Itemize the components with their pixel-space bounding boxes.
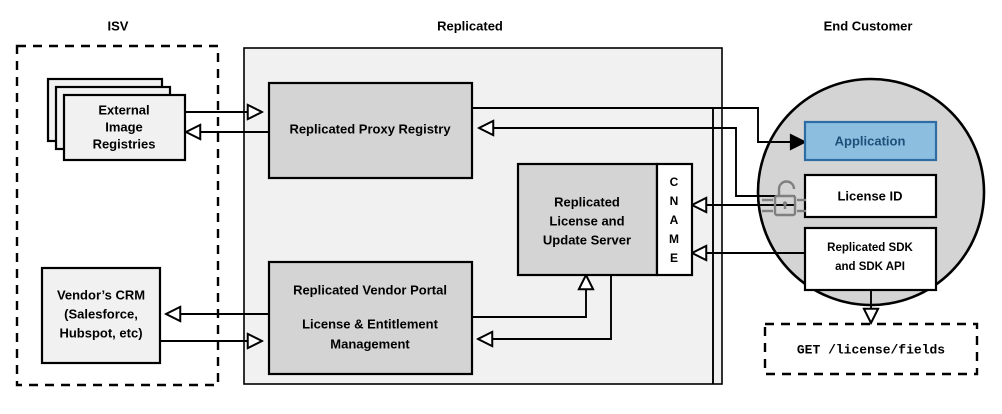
zone-title-isv: ISV <box>108 18 129 33</box>
replicated-license-update-server[interactable] <box>516 162 659 277</box>
replicated-sdk-line-1: Replicated SDK <box>827 242 913 254</box>
replicated-license-update-server-line-2: License and <box>549 213 624 228</box>
zone-title-replicated: Replicated <box>437 18 503 33</box>
connector-proxy-to-application <box>472 107 805 142</box>
vendors-crm-line-3: Hubspot, etc) <box>59 325 142 340</box>
cname-letter-c: C <box>670 175 679 189</box>
external-image-registries-line-2: Image <box>105 119 143 134</box>
replicated-proxy-registry-label: Replicated Proxy Registry <box>289 121 451 136</box>
application-label: Application <box>835 133 906 148</box>
unlocked-padlock-icon <box>762 180 806 217</box>
license-fields-request-label: GET /license/fields <box>797 342 945 357</box>
replicated-sdk-line-2: and SDK API <box>835 261 905 273</box>
replicated-vendor-portal-subtitle-2: Management <box>330 336 410 351</box>
cname-badge <box>655 162 694 277</box>
zone-title-end-customer: End Customer <box>824 18 913 33</box>
license-fields-request-box <box>763 322 979 376</box>
connector-application-to-proxy <box>479 128 795 197</box>
cname-letter-m: M <box>669 232 679 246</box>
replicated-vendor-portal[interactable] <box>267 260 474 376</box>
replicated-vendor-portal-subtitle-1: License & Entitlement <box>302 316 438 331</box>
connector-update-server-to-vendor-portal <box>478 271 612 339</box>
license-id-label: License ID <box>837 188 902 203</box>
license-id[interactable] <box>803 173 938 219</box>
replicated-license-update-server-line-3: Update Server <box>543 232 631 247</box>
cname-letter-e: E <box>670 251 678 265</box>
replicated-vendor-portal-title: Replicated Vendor Portal <box>293 282 447 297</box>
vendors-crm-line-1: Vendor’s CRM <box>57 287 145 302</box>
cname-letter-a: A <box>670 213 679 227</box>
zone-isv <box>15 44 220 387</box>
vendors-crm-line-2: (Salesforce, <box>64 306 138 321</box>
connector-vendor-portal-to-update-server <box>472 275 586 318</box>
vendors-crm[interactable] <box>40 266 162 365</box>
external-image-registries-line-1: External <box>98 102 149 117</box>
replicated-license-update-server-line-1: Replicated <box>554 194 620 209</box>
external-image-registries-line-3: Registries <box>93 136 156 151</box>
external-image-registries[interactable] <box>62 93 187 162</box>
replicated-sdk[interactable] <box>803 226 938 292</box>
application[interactable] <box>803 120 938 162</box>
replicated-proxy-registry[interactable] <box>267 81 474 180</box>
cname-letter-n: N <box>670 194 679 208</box>
